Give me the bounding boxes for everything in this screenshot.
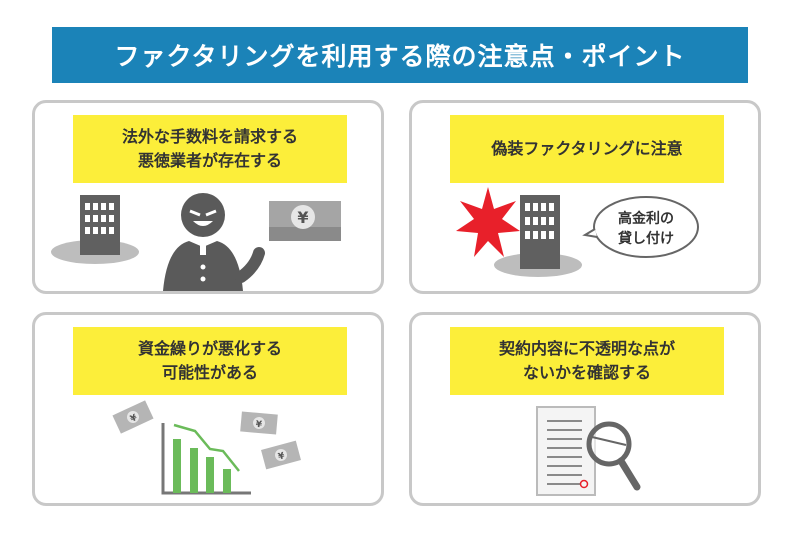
villain-icon: [163, 193, 265, 291]
label-line: 偽装ファクタリングに注意: [491, 139, 683, 158]
card-cash-flow: 資金繰りが悪化する 可能性がある ¥ ¥ ¥: [32, 312, 384, 506]
disguised-illustration: 高金利の 貸し付け: [456, 187, 699, 277]
speech-bubble-icon: 高金利の 貸し付け: [582, 196, 699, 258]
yen-bill-icon: ¥: [261, 440, 301, 470]
page-title: ファクタリングを利用する際の注意点・ポイント: [52, 27, 748, 83]
label-line: 資金繰りが悪化する: [137, 339, 282, 358]
svg-text:¥: ¥: [129, 413, 140, 425]
bubble-line: 高金利の: [618, 210, 674, 227]
card-contract-check: 契約内容に不透明な点が ないかを確認する: [409, 312, 761, 506]
label-line: ないかを確認する: [522, 363, 651, 382]
bubble-line: 貸し付け: [617, 230, 674, 247]
label-line: 契約内容に不透明な点が: [498, 339, 675, 358]
svg-text:¥: ¥: [277, 451, 286, 462]
svg-text:¥: ¥: [297, 208, 308, 227]
building-icon: [51, 195, 139, 264]
card-disguised-factoring: 偽装ファクタリングに注意 高金利の 貸し付け: [409, 100, 761, 294]
svg-text:¥: ¥: [255, 420, 263, 431]
alert-burst-icon: [456, 187, 520, 257]
magnifier-icon: [586, 421, 641, 491]
building-icon: [494, 195, 582, 277]
card-label: 資金繰りが悪化する 可能性がある: [73, 327, 347, 395]
card-label: 契約内容に不透明な点が ないかを確認する: [450, 327, 724, 395]
cashflow-illustration: ¥ ¥ ¥: [112, 400, 301, 495]
label-line: 悪徳業者が存在する: [137, 151, 282, 170]
card-excessive-fees: 法外な手数料を請求する 悪徳業者が存在する ¥: [32, 100, 384, 294]
declining-chart-icon: [161, 423, 251, 495]
document-icon: [536, 406, 596, 496]
yen-bills-icon: ¥: [269, 201, 341, 241]
yen-bill-icon: ¥: [240, 411, 278, 435]
label-line: 法外な手数料を請求する: [121, 127, 298, 146]
yen-bill-icon: ¥: [112, 400, 154, 434]
contract-illustration: [536, 406, 641, 496]
card-label: 偽装ファクタリングに注意: [450, 115, 724, 183]
villain-illustration: ¥: [51, 193, 341, 291]
label-line: 可能性がある: [161, 363, 258, 382]
card-label: 法外な手数料を請求する 悪徳業者が存在する: [73, 115, 347, 183]
